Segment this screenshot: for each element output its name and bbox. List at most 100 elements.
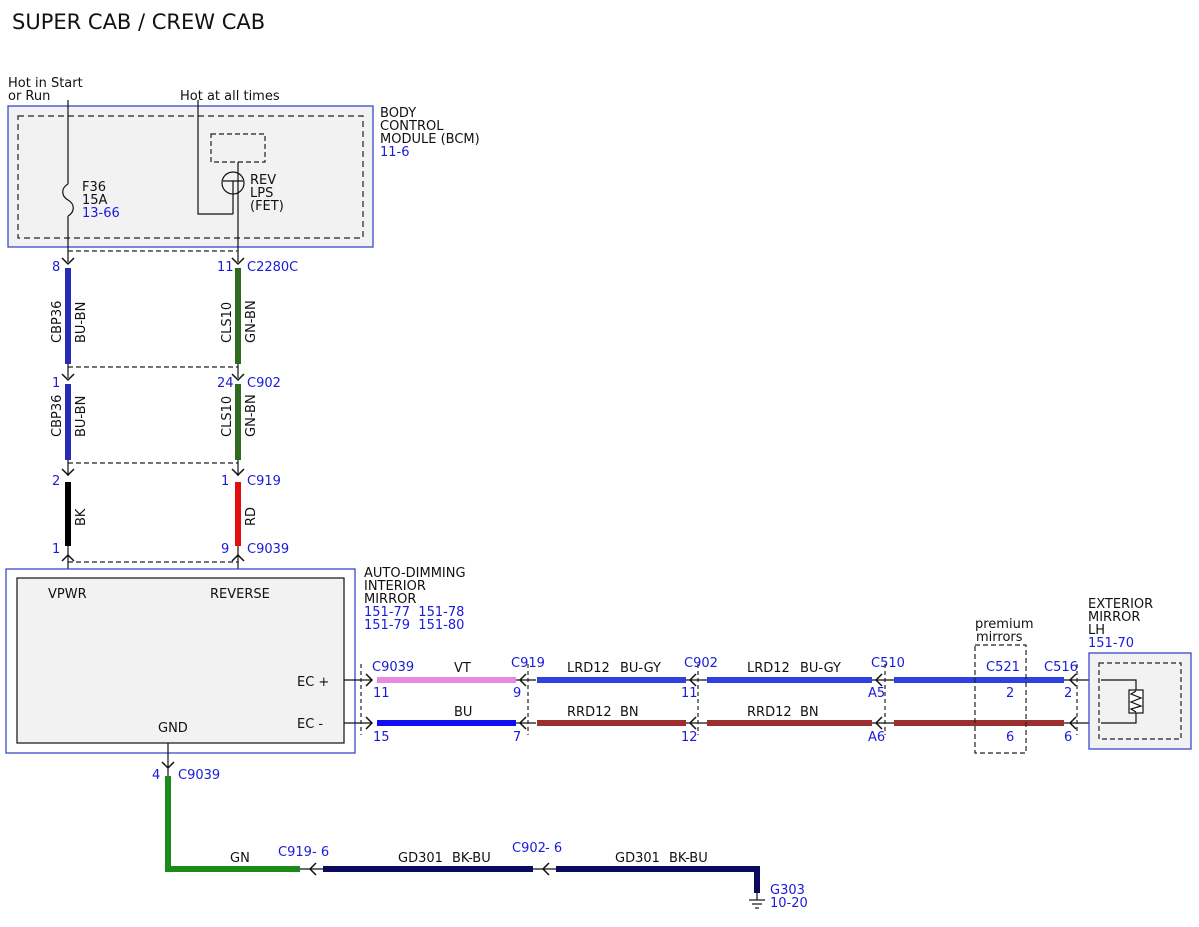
h-c521-label[interactable]: C521 (986, 660, 1020, 675)
bcm-name-1: BODY (380, 106, 416, 121)
gp-c919-pin: - 6 (312, 845, 329, 860)
premium-label-2: mirrors (976, 630, 1023, 645)
h-c919-pin-bottom: 7 (513, 730, 521, 745)
c919-pin-left: 2 (52, 474, 60, 489)
h-c521-pin-bottom: 6 (1006, 730, 1014, 745)
gnd-c9039-label[interactable]: C9039 (178, 768, 220, 783)
c902-pin-left: 1 (52, 376, 60, 391)
h-c9039-label[interactable]: C9039 (372, 660, 414, 675)
seg1-right-circuit: CLS10 (220, 302, 235, 343)
bot-seg3-circuit: RRD12 (747, 705, 792, 720)
h-c510-pin-top: A5 (868, 686, 885, 701)
h-c510-pin-bottom: A6 (868, 730, 885, 745)
h-c9039-pin-top: 11 (373, 686, 390, 701)
h-c510-label[interactable]: C510 (871, 656, 905, 671)
gp-seg1-circuit: GD301 (398, 851, 443, 866)
seg2-right-color: GN-BN (244, 394, 259, 437)
bot-seg2-circuit: RRD12 (567, 705, 612, 720)
rev-lps-2: LPS (250, 186, 273, 201)
fuse-ref[interactable]: 13-66 (82, 206, 120, 221)
premium-box (974, 644, 1027, 754)
top-seg2-color: BU-GY (620, 661, 661, 676)
top-seg1-color: VT (454, 661, 471, 676)
ground-icon (749, 893, 765, 909)
ext-mirror-ref[interactable]: 151-70 (1088, 636, 1134, 651)
h-c521-pin-top: 2 (1006, 686, 1014, 701)
gp-seg2-color: BK-BU (669, 851, 708, 866)
h-c516-pin-bottom: 6 (1064, 730, 1072, 745)
seg3-right-color: RD (244, 507, 259, 526)
seg1-right-color: GN-BN (244, 300, 259, 343)
ext-mirror-inner (1098, 662, 1182, 740)
hot-all-times-label: Hot at all times (180, 89, 280, 104)
rev-lps-3: (FET) (250, 199, 284, 214)
c902-pin-right: 24 (217, 376, 234, 391)
bot-seg3-color: BN (800, 705, 819, 720)
ext-mirror-name-1: EXTERIOR (1088, 597, 1153, 612)
hot-start-label-2: or Run (8, 89, 50, 104)
ec-plus-label: EC + (297, 675, 329, 690)
fuse-rating: 15A (82, 193, 108, 208)
c9039-pin-left: 1 (52, 542, 60, 557)
seg2-left-circuit: CBP36 (50, 395, 65, 437)
mirror-ref-1[interactable]: 151-77 151-78 (364, 605, 464, 620)
seg1-left-color: BU-BN (74, 302, 89, 343)
c9039-pin-right: 9 (221, 542, 229, 557)
mirror-ref-2[interactable]: 151-79 151-80 (364, 618, 464, 633)
ground-name[interactable]: G303 (770, 883, 805, 898)
fuse-id: F36 (82, 180, 106, 195)
c2280c-label[interactable]: C2280C (247, 260, 298, 275)
reverse-label: REVERSE (210, 587, 270, 602)
gp-c902-pin: - 6 (545, 841, 562, 856)
gn-label: GN (230, 851, 250, 866)
heater-element-icon (1128, 689, 1144, 714)
bcm-name-2: CONTROL (380, 119, 444, 134)
seg3-left-color: BK (74, 508, 89, 526)
ext-mirror-name-2: MIRROR (1088, 610, 1140, 625)
h-c902-pin-top: 11 (681, 686, 698, 701)
wire-gd301-seg2[interactable] (556, 866, 760, 893)
top-seg2-circuit: LRD12 (567, 661, 610, 676)
gp-c902-label[interactable]: C902 (512, 841, 546, 856)
wire-gn[interactable] (165, 776, 300, 872)
diagram-title: SUPER CAB / CREW CAB (12, 10, 265, 34)
h-c902-pin-bottom: 12 (681, 730, 698, 745)
ground-ref[interactable]: 10-20 (770, 896, 808, 911)
mirror-inner-box (16, 577, 345, 744)
ext-mirror-name-3: LH (1088, 623, 1105, 638)
ec-minus-label: EC - (297, 717, 323, 732)
h-c919-pin-top: 9 (513, 686, 521, 701)
rev-lps-1: REV (250, 173, 276, 188)
h-c9039-pin-bottom: 15 (373, 730, 390, 745)
top-seg3-color: BU-GY (800, 661, 841, 676)
gp-seg1-color: BK-BU (452, 851, 491, 866)
mirror-name-3: MIRROR (364, 592, 416, 607)
c2280c-pin-left: 8 (52, 260, 60, 275)
bcm-ref[interactable]: 11-6 (380, 145, 410, 160)
seg1-left-circuit: CBP36 (50, 301, 65, 343)
mirror-name-2: INTERIOR (364, 579, 426, 594)
gp-c919-label[interactable]: C919 (278, 845, 312, 860)
seg2-right-circuit: CLS10 (220, 396, 235, 437)
hot-start-label: Hot in Start (8, 76, 83, 91)
h-c919-label[interactable]: C919 (511, 656, 545, 671)
gp-seg2-circuit: GD301 (615, 851, 660, 866)
c902-label[interactable]: C902 (247, 376, 281, 391)
gnd-c9039-pin: 4 (152, 768, 160, 783)
seg2-left-color: BU-BN (74, 396, 89, 437)
h-c516-label[interactable]: C516 (1044, 660, 1078, 675)
premium-label-1: premium (975, 617, 1034, 632)
h-c516-pin-top: 2 (1064, 686, 1072, 701)
mirror-name-1: AUTO-DIMMING (364, 566, 466, 581)
gnd-label: GND (158, 721, 188, 736)
bcm-box (7, 105, 374, 248)
bcm-inner-dashed (17, 115, 364, 239)
h-c902-label[interactable]: C902 (684, 656, 718, 671)
c2280c-pin-right: 11 (217, 260, 234, 275)
c919-label[interactable]: C919 (247, 474, 281, 489)
fuse-symbol (62, 183, 74, 217)
c919-pin-right: 1 (221, 474, 229, 489)
c9039-label[interactable]: C9039 (247, 542, 289, 557)
vpwr-label: VPWR (48, 587, 87, 602)
